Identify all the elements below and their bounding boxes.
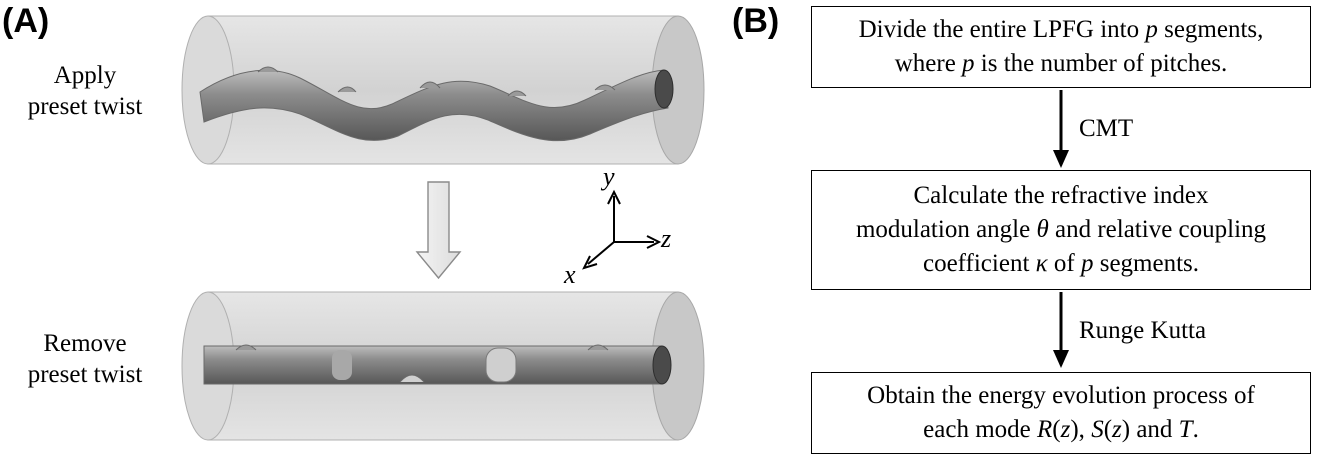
step-1-var-p-2: p xyxy=(962,50,975,77)
axis-x-label: x xyxy=(564,260,576,289)
step-3-text-b: ( xyxy=(1052,416,1061,443)
step-1-line-1-text-a: Divide the entire LPFG into xyxy=(858,16,1146,43)
top-label-line-1: Apply xyxy=(53,62,117,89)
step-1-line-2: where p is the number of pitches. xyxy=(895,47,1228,81)
step-3-text-f: . xyxy=(1192,416,1199,443)
step-1-line-1: Divide the entire LPFG into p segments, xyxy=(859,13,1264,47)
step-2-box: Calculate the refractive index modulatio… xyxy=(811,170,1311,290)
transition-arrow xyxy=(415,181,462,280)
step-3-var-z-2: z xyxy=(1112,416,1122,443)
step-3-var-t: T xyxy=(1178,416,1193,443)
step-2-line-3-text-b: of xyxy=(1047,250,1081,277)
step-2-line-3-text-c: segments. xyxy=(1093,250,1200,277)
bottom-cylinder-label: Remove preset twist xyxy=(0,328,170,390)
step-2-var-kappa: κ xyxy=(1035,250,1048,277)
bottom-label-line-1: Remove xyxy=(43,330,127,357)
top-label-line-2: preset twist xyxy=(27,93,143,120)
step-1-line-1-text-b: segments, xyxy=(1157,16,1264,43)
step-2-var-p: p xyxy=(1080,250,1094,277)
axis-y-label: y xyxy=(603,162,615,191)
step-2-line-2: modulation angle θ and relative coupling xyxy=(856,213,1266,247)
coordinate-axes xyxy=(582,189,662,270)
step-3-var-z-1: z xyxy=(1060,416,1071,443)
step-3-var-r: R xyxy=(1037,416,1053,443)
step-2-line-2-text-b: and relative coupling xyxy=(1048,216,1267,243)
bottom-label-line-2: preset twist xyxy=(27,361,143,388)
step-1-box: Divide the entire LPFG into p segments, … xyxy=(811,6,1311,88)
step-3-text-d: ( xyxy=(1103,416,1113,443)
step-2-line-3-text-a: coefficient xyxy=(922,250,1036,277)
step-1-line-2-text-b: is the number of pitches. xyxy=(974,50,1228,77)
step-3-text-e: ) and xyxy=(1121,416,1179,443)
step-2-line-2-text-a: modulation angle xyxy=(855,216,1037,243)
top-cylinder-label: Apply preset twist xyxy=(0,60,170,122)
step-2-line-1: Calculate the refractive index xyxy=(913,182,1209,209)
step-3-line-1: Obtain the energy evolution process of xyxy=(867,382,1255,409)
arrow-runge-kutta-label: Runge Kutta xyxy=(1079,317,1207,344)
step-2-line-3: coefficient κ of p segments. xyxy=(923,247,1199,281)
arrow-cmt-label: CMT xyxy=(1079,115,1134,142)
step-3-text-c: ), xyxy=(1070,416,1092,443)
step-1-var-p: p xyxy=(1145,16,1158,43)
bottom-straight-core xyxy=(203,344,672,385)
step-3-text-a: each mode xyxy=(923,416,1038,443)
step-3-box: Obtain the energy evolution process of e… xyxy=(811,372,1311,454)
step-1-line-2-text-a: where xyxy=(894,50,963,77)
top-twisted-core xyxy=(199,66,674,142)
step-3-var-s: S xyxy=(1091,416,1104,443)
axis-z-label: z xyxy=(661,224,672,253)
panel-b-label: (B) xyxy=(732,2,780,40)
step-2-var-theta: θ xyxy=(1036,216,1049,243)
panel-a-label: (A) xyxy=(2,2,50,40)
step-3-line-2: each mode R(z), S(z) and T. xyxy=(923,413,1199,447)
